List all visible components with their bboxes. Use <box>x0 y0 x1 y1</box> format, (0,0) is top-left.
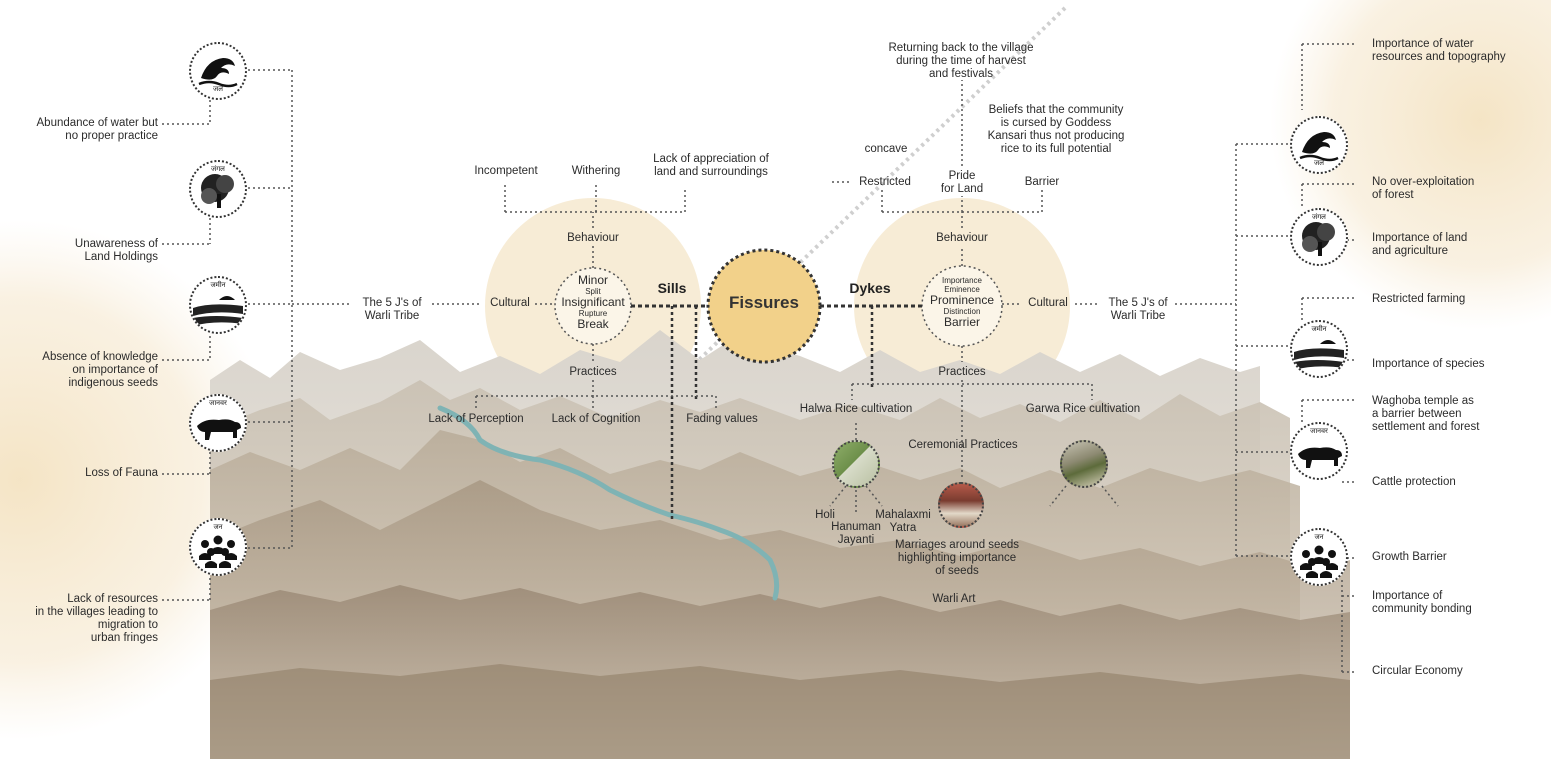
right-practice-marriages: Marriages around seeds highlighting impo… <box>894 539 1019 577</box>
icon-label-forest-right: जंगल <box>1312 213 1326 221</box>
right-practice-hanuman: Hanuman Jayanti <box>831 521 881 546</box>
left-word-4: Rupture <box>578 309 608 318</box>
halwa-rice-photo <box>832 440 880 488</box>
left-note-land: Unawareness of Land Holdings <box>74 238 158 263</box>
right-behaviour-pride: Pride for Land <box>940 170 984 195</box>
icon-label-forest: जंगल <box>211 165 225 173</box>
left-word-2: Split <box>585 287 601 296</box>
water-wave-icon-right: जल <box>1290 116 1348 174</box>
icon-label-animal-right: जानवर <box>1310 427 1328 435</box>
right-note-farming: Restricted farming <box>1372 293 1466 305</box>
land-field-icon: जमीन <box>189 276 247 334</box>
right-practice-ceremonial: Ceremonial Practices <box>908 439 1018 451</box>
fissures-label: Fissures <box>729 293 799 312</box>
animal-icon-right: जानवर <box>1290 422 1348 480</box>
right-cultural-label: Cultural <box>1028 297 1068 309</box>
icon-label-water-right: जल <box>1314 159 1324 167</box>
icon-label-land-right: जमीन <box>1311 325 1327 333</box>
dykes-label: Dykes <box>849 280 891 296</box>
right-behaviour-returning: Returning back to the village during the… <box>888 42 1034 80</box>
right-behaviour-beliefs: Beliefs that the community is cursed by … <box>987 104 1125 155</box>
forest-icon: जंगल <box>189 160 247 218</box>
sills-label: Sills <box>657 280 687 296</box>
right-practice-garwa: Garwa Rice cultivation <box>1025 403 1141 415</box>
right-note-forest: No over-exploitation of forest <box>1372 176 1475 201</box>
right-cluster-words: Importance Eminence Prominence Distincti… <box>922 276 1002 329</box>
left-cluster-words: Minor Split Insignificant Rupture Break <box>555 274 631 331</box>
right-note-land: Importance of land and agriculture <box>1372 232 1468 257</box>
right-word-3: Prominence <box>929 293 995 307</box>
ceremonial-photo <box>938 482 984 528</box>
river <box>437 405 780 601</box>
right-note-waghoba: Waghoba temple as a barrier between sett… <box>1372 395 1480 433</box>
icon-label-animal: जानवर <box>209 399 227 407</box>
left-word-3: Insignificant <box>561 295 625 309</box>
mountain-layer-6 <box>210 664 1350 759</box>
forest-icon-right: जंगल <box>1290 208 1348 266</box>
right-word-2: Eminence <box>944 285 980 294</box>
land-field-icon-right: जमीन <box>1290 320 1348 378</box>
right-note-cattle: Cattle protection <box>1372 476 1456 488</box>
left-word-1: Minor <box>577 273 608 287</box>
five-js-left: The 5 J's of Warli Tribe <box>362 297 422 322</box>
left-note-fauna: Loss of Fauna <box>85 467 158 479</box>
left-behaviour-label: Behaviour <box>567 232 619 244</box>
icon-label-water: जल <box>213 85 223 93</box>
right-note-economy: Circular Economy <box>1372 665 1463 677</box>
right-word-1: Importance <box>941 276 983 285</box>
icon-label-people-right: जन <box>1314 533 1324 541</box>
left-practice-item-3: Fading values <box>686 413 758 425</box>
right-note-water: Importance of water resources and topogr… <box>1372 38 1506 63</box>
right-word-5: Barrier <box>943 315 980 329</box>
right-practices-label: Practices <box>938 366 986 378</box>
left-behaviour-item-1: Incompetent <box>474 165 538 177</box>
left-practices-label: Practices <box>569 366 617 378</box>
left-note-resources: Lack of resources in the villages leadin… <box>35 593 158 644</box>
people-icon: जन <box>189 518 247 576</box>
right-note-growth: Growth Barrier <box>1372 551 1447 563</box>
right-practice-warli-art: Warli Art <box>932 593 976 605</box>
left-behaviour-item-2: Withering <box>571 165 621 177</box>
left-practice-item-1: Lack of Perception <box>428 413 524 425</box>
right-note-community: Importance of community bonding <box>1372 590 1472 615</box>
left-note-seeds: Absence of knowledge on importance of in… <box>42 351 158 389</box>
right-practice-halwa: Halwa Rice cultivation <box>799 403 913 415</box>
right-behaviour-concave: concave <box>864 143 908 155</box>
right-behaviour-barrier: Barrier <box>1024 176 1060 188</box>
left-behaviour-item-3: Lack of appreciation of land and surroun… <box>653 153 769 178</box>
right-practice-mahalaxmi: Mahalaxmi Yatra <box>875 509 931 534</box>
right-behaviour-label: Behaviour <box>936 232 988 244</box>
water-wave-icon: जल <box>189 42 247 100</box>
right-behaviour-restricted: Restricted <box>859 176 911 188</box>
left-glow <box>0 220 280 740</box>
right-word-4: Distinction <box>943 307 981 316</box>
right-note-species: Importance of species <box>1372 358 1485 370</box>
icon-label-people: जन <box>213 523 223 531</box>
people-icon-right: जन <box>1290 528 1348 586</box>
garwa-rice-photo <box>1060 440 1108 488</box>
left-practice-item-2: Lack of Cognition <box>551 413 641 425</box>
icon-label-land: जमीन <box>210 281 226 289</box>
right-practice-holi: Holi <box>815 509 835 521</box>
left-note-water: Abundance of water but no proper practic… <box>36 117 158 142</box>
animal-icon: जानवर <box>189 394 247 452</box>
five-js-right: The 5 J's of Warli Tribe <box>1108 297 1168 322</box>
left-cultural-label: Cultural <box>490 297 530 309</box>
left-word-5: Break <box>577 317 609 331</box>
